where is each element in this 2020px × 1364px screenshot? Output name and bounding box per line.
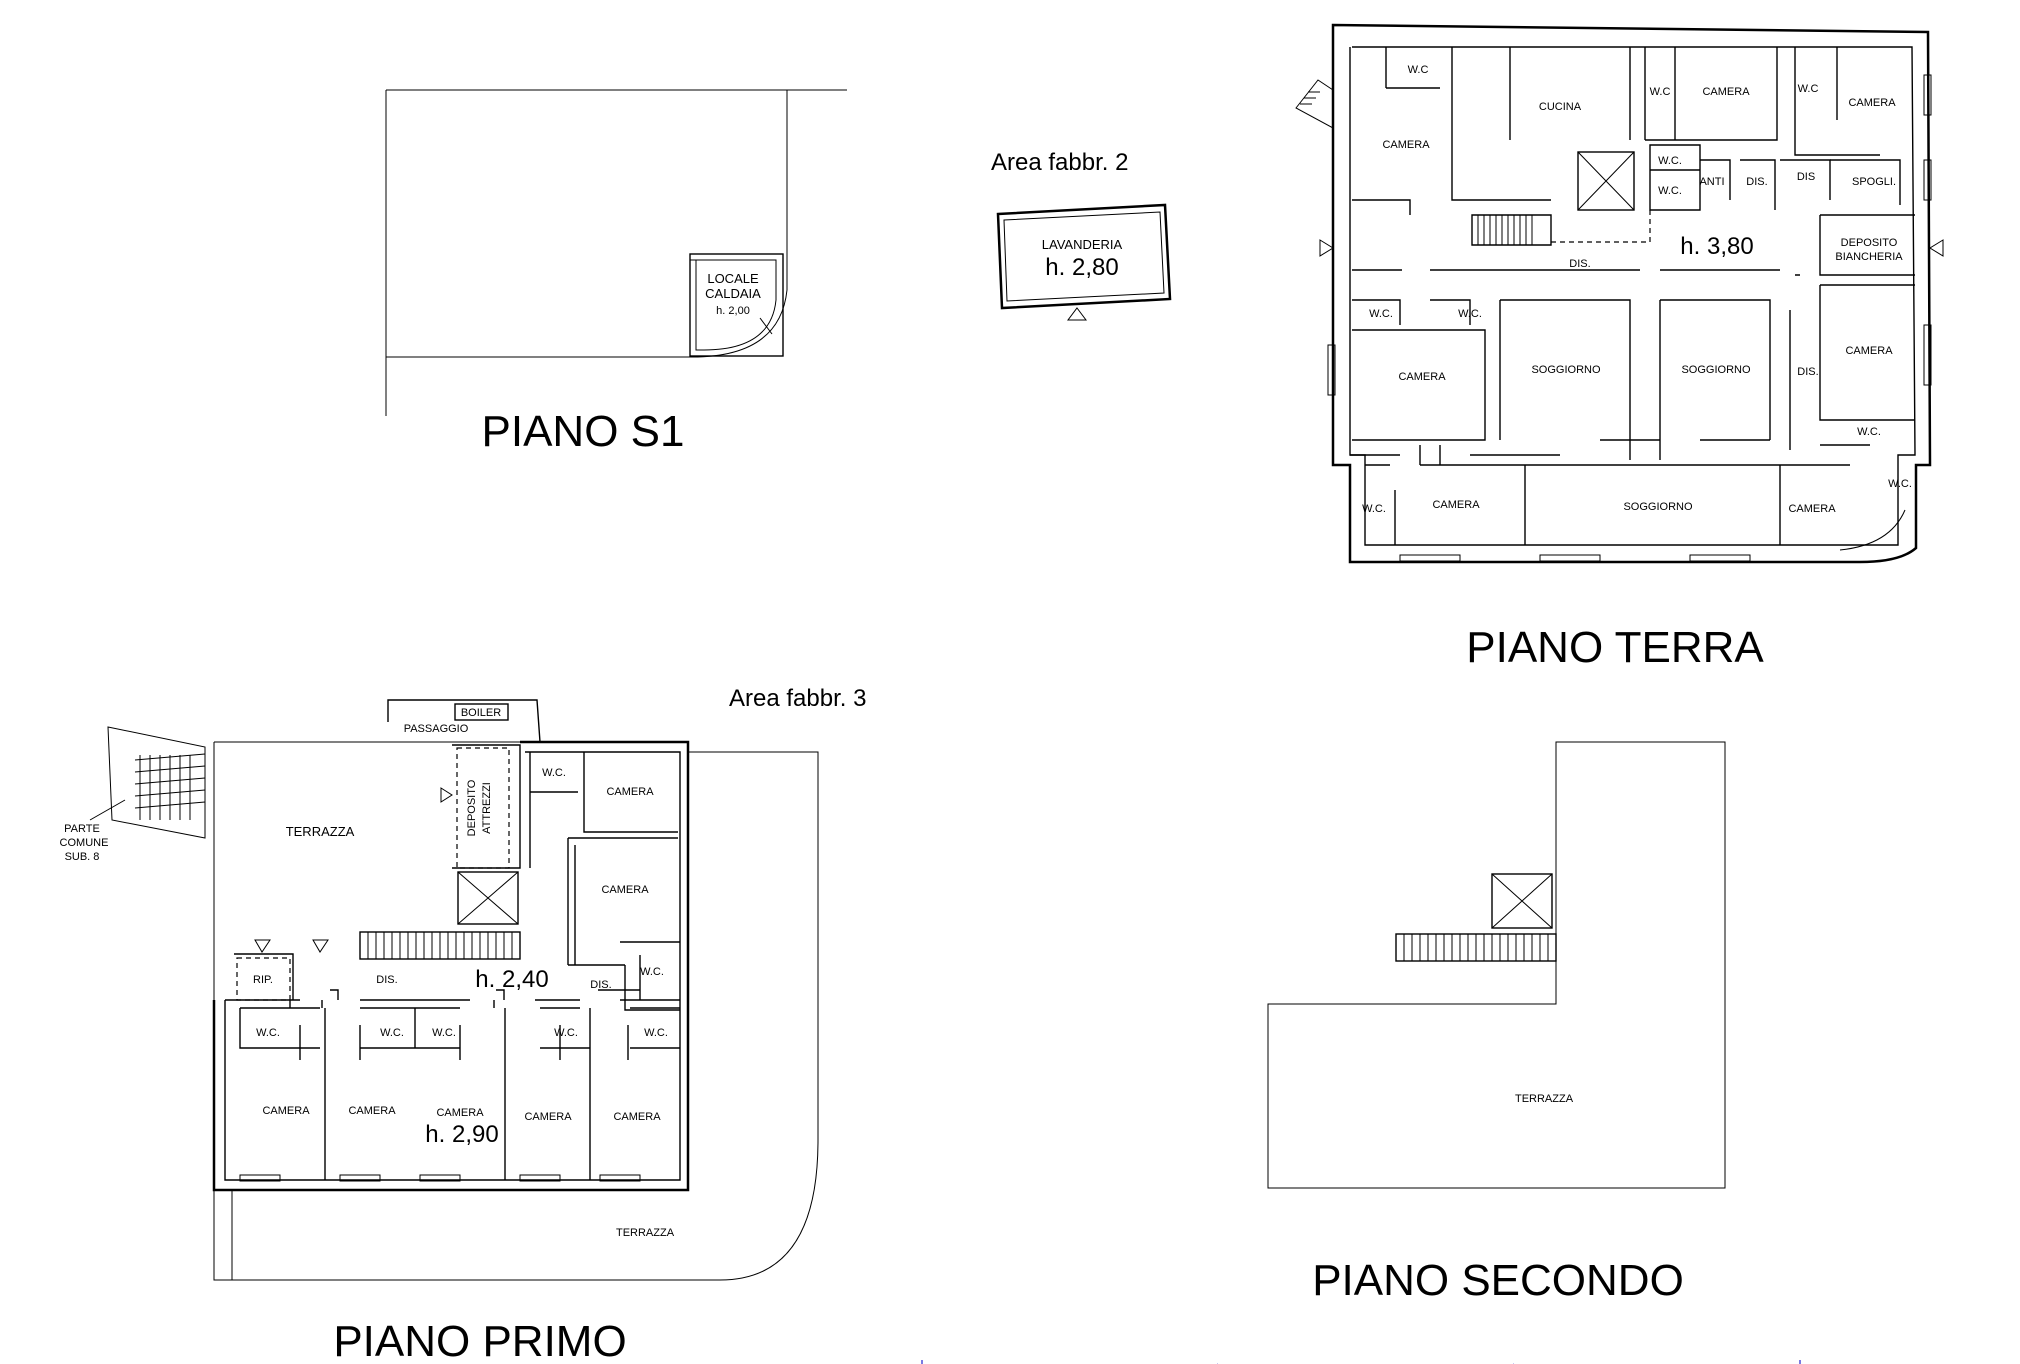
terra-wc-w1: W.C. <box>1369 308 1393 320</box>
terra-wc-s2: W.C. <box>1658 185 1682 197</box>
boiler-box <box>454 703 509 721</box>
terra-wc-se: W.C. <box>1888 478 1912 490</box>
primo-dis-r: DIS. <box>590 979 611 991</box>
primo-wc-3: W.C. <box>432 1027 456 1039</box>
terra-dis-main: DIS. <box>1569 258 1590 270</box>
primo-camera-5: CAMERA <box>613 1111 661 1123</box>
primo-wc-5: W.C. <box>644 1027 668 1039</box>
terra-soggiorno-1: SOGGIORNO <box>1531 364 1601 376</box>
primo-terrazza: TERRAZZA <box>286 824 355 839</box>
lavanderia-height: h. 2,80 <box>1045 254 1118 281</box>
terra-wc-nw: W.C <box>1408 64 1429 76</box>
primo-height-dis: h. 2,40 <box>475 966 548 993</box>
primo-rip: RIP. <box>253 974 273 986</box>
primo-wc-r: W.C. <box>640 966 664 978</box>
terra-camera-s1: CAMERA <box>1432 499 1480 511</box>
terra-spogli: SPOGLI. <box>1852 176 1896 188</box>
terra-cucina: CUCINA <box>1539 101 1582 113</box>
piano-primo-title: PIANO PRIMO <box>333 1317 626 1364</box>
piano-terra-plan <box>1295 23 1944 564</box>
terra-wc-sw: W.C. <box>1362 503 1386 515</box>
terra-camera-e: CAMERA <box>1845 345 1893 357</box>
primo-camera-2: CAMERA <box>348 1105 396 1117</box>
primo-camera-1: CAMERA <box>262 1105 310 1117</box>
terra-camera-w: CAMERA <box>1398 371 1446 383</box>
terra-wc-s1: W.C. <box>1658 155 1682 167</box>
terra-wc-n2: W.C <box>1650 86 1671 98</box>
primo-camera-tr: CAMERA <box>606 786 654 798</box>
piano-secondo-plan <box>1267 741 1726 1189</box>
terra-biancheria: BIANCHERIA <box>1835 251 1903 263</box>
terra-soggiorno-2: SOGGIORNO <box>1681 364 1751 376</box>
terra-camera-nw: CAMERA <box>1382 139 1430 151</box>
piano-s1-plan: LOCALE CALDAIA h. 2,00 <box>385 89 847 416</box>
primo-boiler: BOILER <box>461 707 501 719</box>
primo-wc-1: W.C. <box>256 1027 280 1039</box>
terra-deposito: DEPOSITO <box>1841 237 1898 249</box>
primo-terrazza-s: TERRAZZA <box>616 1227 675 1239</box>
secondo-terrazza: TERRAZZA <box>1515 1093 1574 1105</box>
comune-label: COMUNE <box>60 837 109 849</box>
primo-wc-2: W.C. <box>380 1027 404 1039</box>
piano-terra-title: PIANO TERRA <box>1466 623 1764 672</box>
locale-label: LOCALE <box>707 271 759 286</box>
primo-camera-r: CAMERA <box>601 884 649 896</box>
primo-lift-shaft <box>457 871 519 925</box>
primo-passaggio: PASSAGGIO <box>404 723 469 735</box>
area-fabbr-2-label: Area fabbr. 2 <box>991 149 1128 176</box>
secondo-lift-shaft <box>1491 873 1553 929</box>
terra-wc-ne: W.C <box>1798 83 1819 95</box>
parte-label: PARTE <box>64 823 100 835</box>
caldaia-height: h. 2,00 <box>716 305 750 317</box>
primo-deposito: DEPOSITO <box>466 779 478 836</box>
terra-soggiorno-s: SOGGIORNO <box>1623 501 1693 513</box>
terra-camera-se: CAMERA <box>1788 503 1836 515</box>
primo-camera-4: CAMERA <box>524 1111 572 1123</box>
terra-wc-w2: W.C. <box>1458 308 1482 320</box>
area-fabbr-3-label: Area fabbr. 3 <box>729 685 866 712</box>
terra-camera-ne: CAMERA <box>1848 97 1896 109</box>
primo-dis: DIS. <box>376 974 397 986</box>
terra-dis-a: DIS. <box>1746 176 1767 188</box>
lavanderia-plan <box>996 203 1172 321</box>
primo-wc-top: W.C. <box>542 767 566 779</box>
terra-camera-n: CAMERA <box>1702 86 1750 98</box>
terra-height: h. 3,80 <box>1680 233 1753 260</box>
primo-wc-4: W.C. <box>554 1027 578 1039</box>
terra-lift-shaft <box>1577 151 1635 211</box>
piano-s1-title: PIANO S1 <box>482 407 685 456</box>
terra-anti: ANTI <box>1699 176 1724 188</box>
piano-secondo-title: PIANO SECONDO <box>1312 1256 1684 1305</box>
locale-caldaia-room <box>689 253 784 357</box>
lavanderia-label: LAVANDERIA <box>1042 237 1123 252</box>
sub-8-label: SUB. 8 <box>65 851 100 863</box>
terra-dis-e: DIS. <box>1797 366 1818 378</box>
terra-dis-b: DIS <box>1797 171 1815 183</box>
caldaia-label: CALDAIA <box>705 286 761 301</box>
bottom-ruler <box>921 1360 1801 1364</box>
primo-camera-3: CAMERA <box>436 1107 484 1119</box>
primo-height-camera: h. 2,90 <box>425 1121 498 1148</box>
primo-attrezzi: ATTREZZI <box>481 782 493 834</box>
terra-wc-e: W.C. <box>1857 426 1881 438</box>
piano-primo-plan <box>89 699 819 1281</box>
